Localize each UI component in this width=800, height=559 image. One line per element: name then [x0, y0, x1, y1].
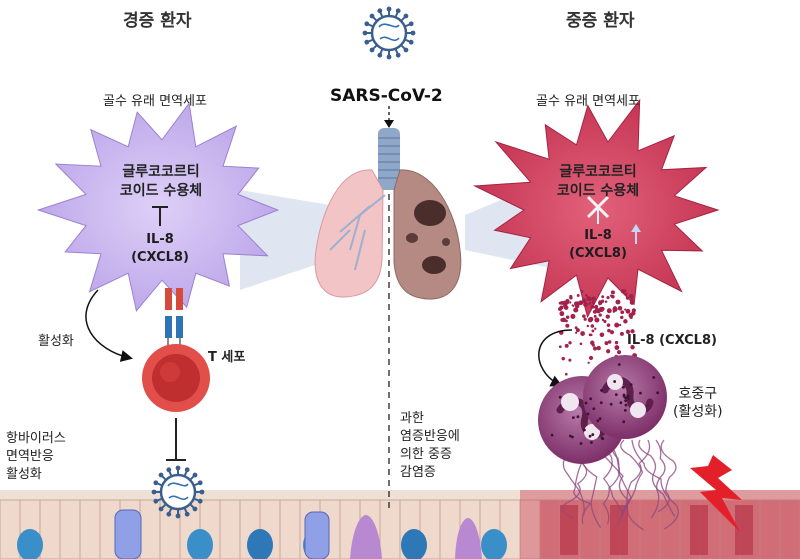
antiviral-line-3: 활성화: [6, 467, 42, 482]
receptor-line-1: 글루코코르티: [122, 164, 200, 180]
epithelium-layer: [0, 490, 800, 559]
il8-line-2: (CXCL8): [569, 246, 627, 261]
inhibition-bar-virus: [166, 418, 186, 461]
secreted-il8-particles: [558, 289, 638, 386]
neutrophil-label: 호중구 (활성화): [673, 385, 723, 421]
recruitment-arrow: [538, 329, 573, 387]
antiviral-line-1: 항바이러스: [6, 431, 66, 446]
neutrophil-line-1: 호중구: [678, 386, 718, 402]
inflam-line-4: 감염증: [400, 465, 436, 480]
neutrophil-line-2: (활성화): [673, 404, 723, 420]
mild-cell-label: 골수 유래 면역세포: [103, 94, 207, 109]
activation-label: 활성화: [38, 334, 74, 349]
t-cell: [142, 344, 210, 412]
receptor-line-2: 코이드 수용체: [556, 183, 640, 199]
mild-receptor-label: 글루코코르티 코이드 수용체: [105, 163, 217, 201]
neutrophil-granules: [550, 363, 660, 445]
receptor-line-1: 글루코코르티: [559, 164, 637, 180]
inhibition-bar-mild: [152, 206, 168, 226]
tcr-receptor-icon: [165, 288, 183, 350]
damage-lightning-icon: [690, 455, 742, 532]
antiviral-line-2: 면역반응: [6, 449, 54, 464]
severe-receptor-label: 글루코코르티 코이드 수용체: [538, 163, 658, 201]
severe-patient-title: 중증 환자: [566, 11, 635, 31]
virus-icon: [362, 6, 416, 60]
mild-patient-title: 경증 환자: [123, 11, 192, 31]
mild-il8-label: IL-8 (CXCL8): [112, 231, 208, 267]
virus-label: SARS-CoV-2: [330, 86, 443, 106]
inflam-line-2: 염증반응에: [400, 429, 460, 444]
severe-il8-label: IL-8 (CXCL8): [550, 227, 646, 263]
il8-line-2: (CXCL8): [131, 250, 189, 265]
receptor-line-2: 코이드 수용체: [119, 183, 203, 199]
lungs-illustration: [314, 128, 462, 300]
il8-line-1: IL-8: [584, 228, 612, 243]
antiviral-label: 항바이러스 면역반응 활성화: [6, 430, 66, 484]
inflammation-label: 과한 염증반응에 의한 중증 감염증: [400, 410, 460, 482]
inflam-line-1: 과한: [400, 411, 424, 426]
inhibition-cancelled-icon: [586, 195, 610, 224]
t-cell-label: T 세포: [208, 350, 246, 365]
up-arrow-icon: [631, 224, 641, 244]
virus-icon: [151, 465, 205, 519]
activation-arrow: [85, 289, 133, 362]
virus-entry-arrow: [384, 106, 394, 128]
secreted-il8-label: IL-8 (CXCL8): [627, 333, 717, 348]
severe-cell-label: 골수 유래 면역세포: [536, 94, 640, 109]
il8-line-1: IL-8: [146, 232, 174, 247]
inflam-line-3: 의한 중증: [400, 447, 452, 462]
